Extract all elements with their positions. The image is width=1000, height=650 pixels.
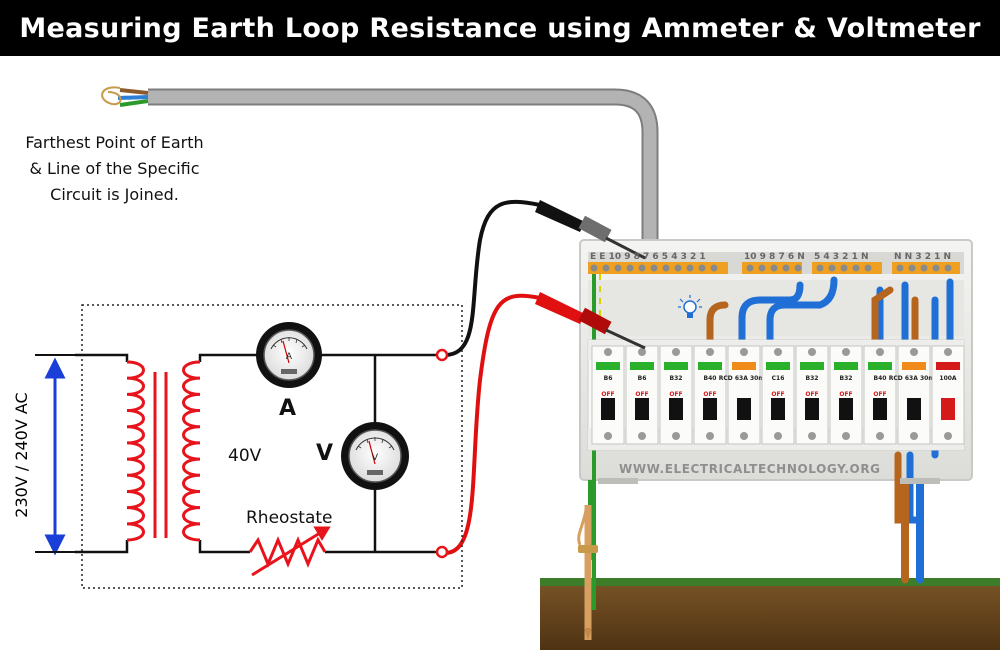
breaker-state: OFF [839, 391, 852, 398]
title-bar: Measuring Earth Loop Resistance using Am… [0, 0, 1000, 56]
breaker-state: OFF [771, 391, 784, 398]
voltmeter-face-label: V [372, 453, 379, 463]
breaker-rating: B40 [874, 375, 887, 382]
output-terminals [435, 348, 449, 559]
breaker: RCD 63A 30mA [719, 345, 770, 445]
ammeter: A [256, 322, 322, 388]
breaker-rating: C16 [772, 375, 785, 382]
breaker: RCD 63A 30mA [889, 345, 940, 445]
circuit-wiring [75, 353, 437, 554]
lamp-icon [678, 295, 702, 318]
page-title: Measuring Earth Loop Resistance using Am… [19, 12, 981, 44]
ground [540, 578, 1000, 650]
breaker-rating: B32 [670, 375, 683, 382]
ammeter-face-label: A [286, 352, 293, 362]
ammeter-label: A [279, 396, 297, 421]
secondary-coil [182, 360, 201, 542]
supply-voltage-label: 230V / 240V AC [12, 392, 31, 518]
rheostat [248, 526, 331, 577]
transformer [126, 360, 201, 542]
primary-coil [126, 360, 145, 542]
neutral-bar-1-label: 10 9 8 7 6 N [744, 252, 805, 262]
breaker-rating: RCD 63A 30mA [889, 375, 940, 382]
watermark: WWW.ELECTRICALTECHNOLOGY.ORG [619, 462, 881, 476]
breaker-rating: B40 [704, 375, 717, 382]
breaker-state: OFF [635, 391, 648, 398]
secondary-voltage-label: 40V [228, 446, 262, 466]
breaker-state: OFF [601, 391, 614, 398]
breaker-rating: 100A [939, 375, 957, 382]
supply-arrow [35, 354, 75, 556]
breaker: 100A [931, 345, 965, 445]
rheostat-label: Rheostate [246, 508, 333, 528]
test-lead-black [444, 199, 646, 357]
far-point-note: Farthest Point of Earth & Line of the Sp… [25, 133, 204, 204]
test-kit-enclosure [81, 304, 463, 589]
voltmeter: V [341, 422, 409, 490]
breaker-state: OFF [805, 391, 818, 398]
earth-electrode [577, 505, 598, 640]
test-lead-red [444, 292, 646, 555]
breaker-state: OFF [669, 391, 682, 398]
voltmeter-label: V [316, 441, 334, 466]
breaker-rating: B32 [840, 375, 853, 382]
breaker-rating: RCD 63A 30mA [719, 375, 770, 382]
earth-bar-label: E E 10 9 8 7 6 5 4 3 2 1 [590, 252, 706, 262]
breaker-rating: B32 [806, 375, 819, 382]
breaker-rating: B6 [638, 375, 647, 382]
neutral-bar-3-label: N N 3 2 1 N [894, 252, 951, 262]
breaker-state: OFF [873, 391, 886, 398]
breaker-state: OFF [703, 391, 716, 398]
breaker-rating: B6 [604, 375, 613, 382]
neutral-bar-2-label: 5 4 3 2 1 N [814, 252, 869, 262]
